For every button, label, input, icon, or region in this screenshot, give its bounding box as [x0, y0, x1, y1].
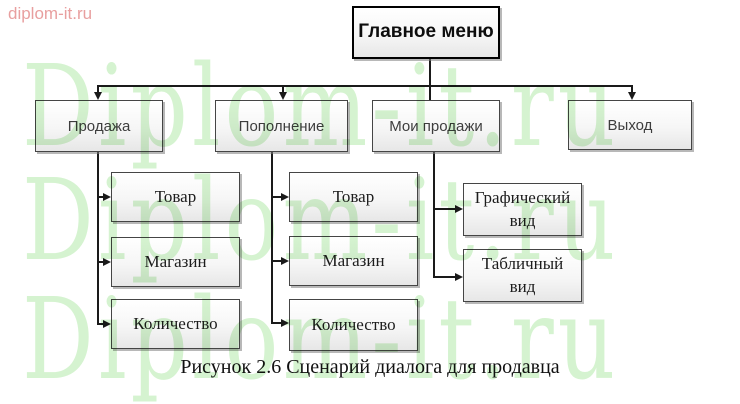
watermark-corner: diplom-it.ru	[8, 4, 93, 23]
arrow-right-icon	[103, 320, 111, 328]
node-prodazha: Продажа	[35, 100, 163, 152]
node-tovar-2: Товар	[289, 172, 418, 222]
node-popolnenie: Пополнение	[215, 100, 348, 152]
connector-line	[433, 152, 435, 278]
node-tovar-1: Товар	[111, 172, 240, 222]
connector-line	[271, 322, 282, 324]
connector-line	[271, 152, 273, 323]
connector-line	[433, 208, 456, 210]
connector-line	[97, 261, 105, 263]
figure-caption: Рисунок 2.6 Сценарий диалога для продавц…	[180, 356, 560, 378]
node-main-menu: Главное меню	[352, 6, 500, 59]
node-magazin-2: Магазин	[289, 236, 418, 286]
node-moi-prodazhi: Мои продажи	[372, 100, 500, 152]
node-kolichestvo-1: Количество	[111, 299, 240, 349]
connector-line	[429, 59, 431, 100]
arrow-right-icon	[455, 273, 463, 281]
connector-line	[271, 196, 282, 198]
node-magazin-1: Магазин	[111, 237, 240, 287]
arrow-down-icon	[279, 92, 287, 100]
connector-line	[97, 152, 99, 324]
node-vykhod: Выход	[568, 100, 692, 150]
arrow-right-icon	[455, 205, 463, 213]
arrow-right-icon	[281, 257, 289, 265]
connector-line	[282, 85, 284, 93]
connector-line	[97, 323, 105, 325]
arrow-right-icon	[103, 258, 111, 266]
connector-line	[631, 85, 633, 93]
arrow-right-icon	[281, 193, 289, 201]
node-graficheskiy-vid: Графический вид	[463, 183, 582, 236]
arrow-right-icon	[103, 193, 111, 201]
arrow-right-icon	[281, 319, 289, 327]
connector-line	[271, 260, 282, 262]
node-kolichestvo-2: Количество	[289, 299, 418, 351]
connector-line	[97, 196, 105, 198]
connector-line	[433, 276, 456, 278]
node-tablichnyy-vid: Табличный вид	[463, 249, 582, 302]
connector-line	[98, 85, 633, 87]
connector-line	[97, 85, 99, 93]
arrow-down-icon	[628, 92, 636, 100]
arrow-down-icon	[94, 92, 102, 100]
